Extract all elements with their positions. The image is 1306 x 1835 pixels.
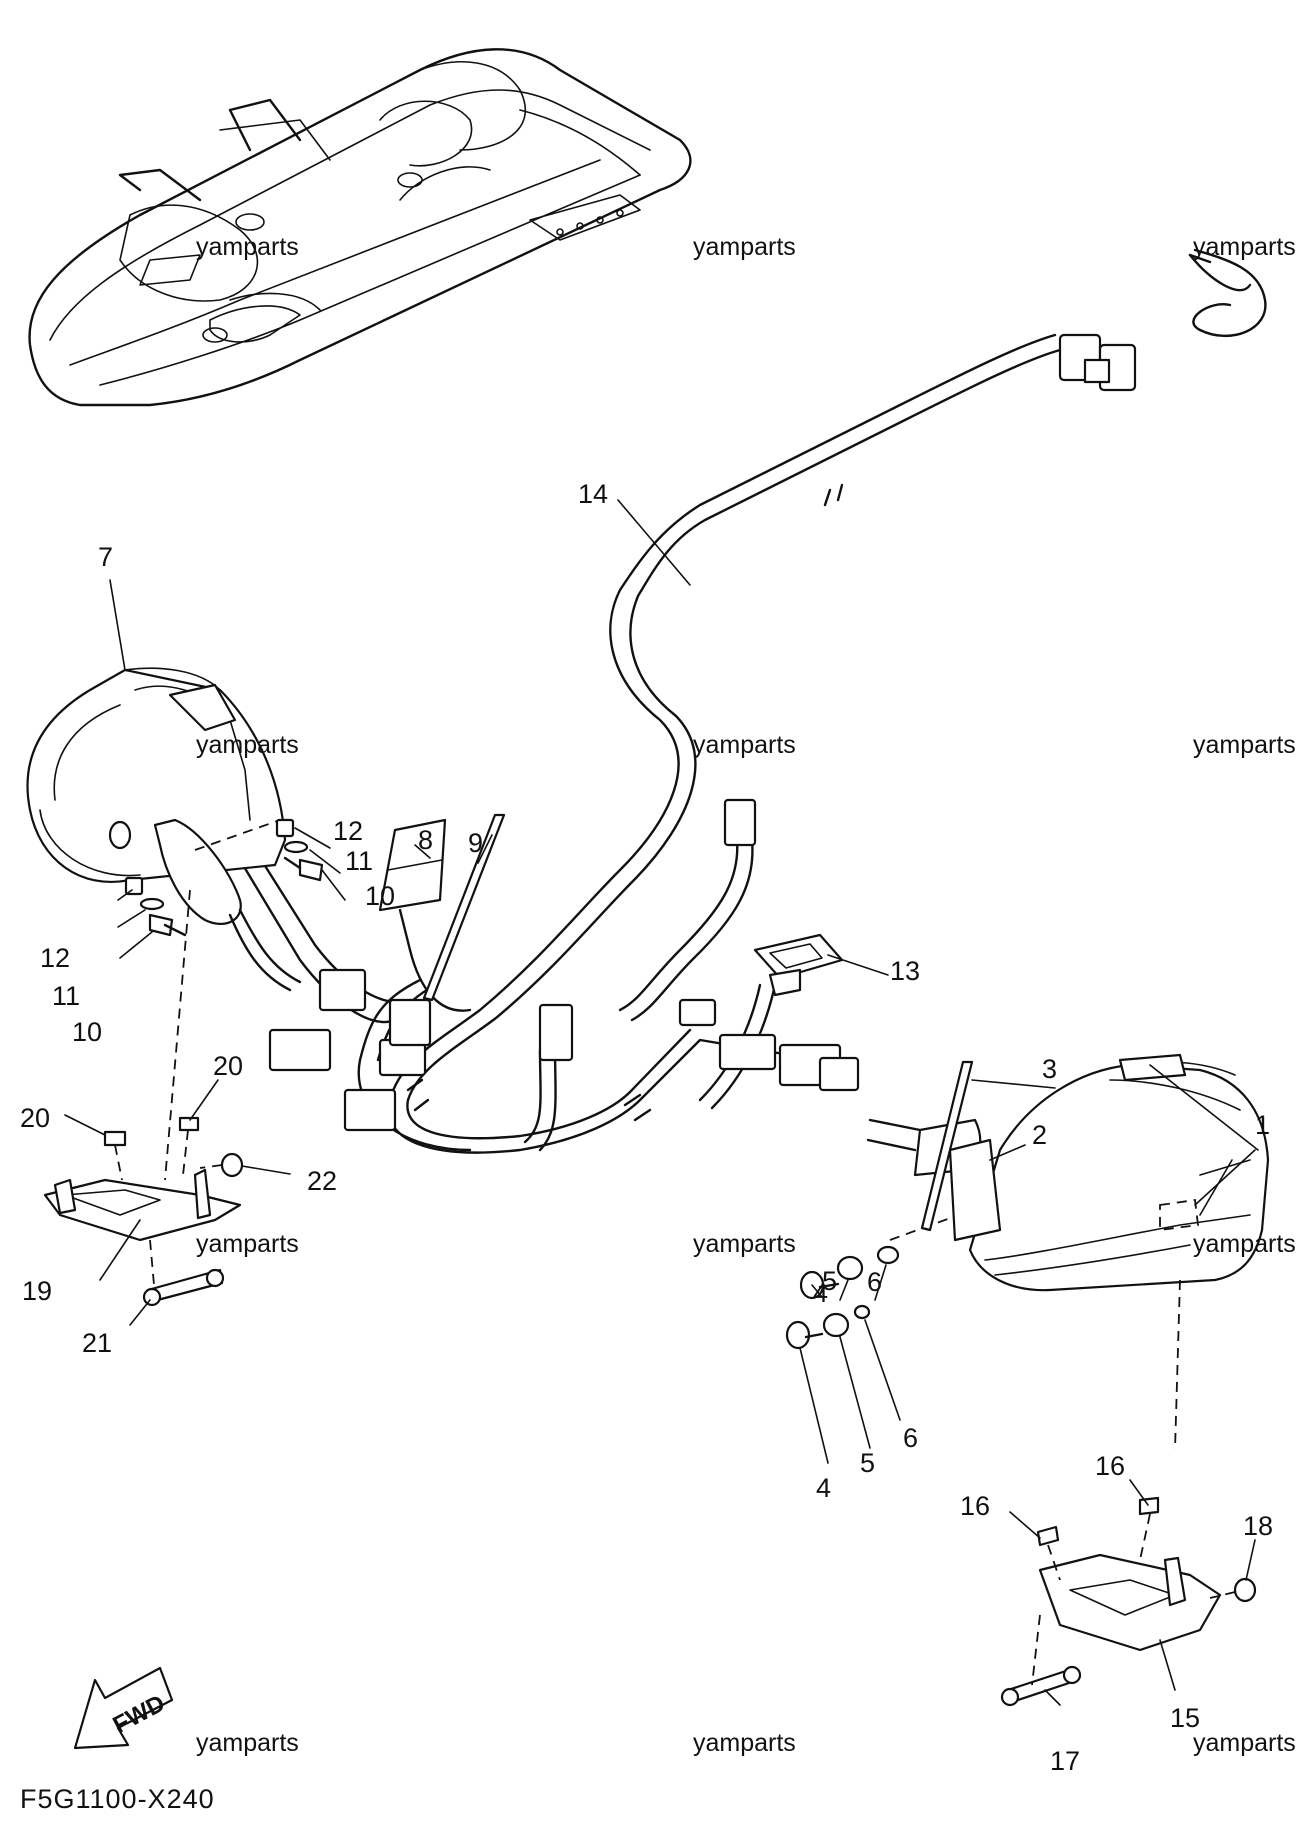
callout-14: 14: [578, 479, 608, 509]
callout-1: 1: [1255, 1110, 1270, 1140]
watermark-9: yamparts: [1193, 1230, 1296, 1258]
callout-16-left: 16: [960, 1491, 990, 1521]
watermark-1: yamparts: [196, 233, 299, 261]
watermark-6: yamparts: [1193, 731, 1296, 759]
hardware-left-upper: [275, 818, 324, 882]
callout-4-lower: 4: [816, 1473, 831, 1503]
hardware-left-lower: [124, 876, 187, 937]
callout-5-lower: 5: [860, 1448, 875, 1478]
callout-9: 9: [468, 828, 483, 858]
bolt-22: [199, 1152, 244, 1178]
callout-20-left: 20: [20, 1103, 50, 1133]
callout-13: 13: [890, 956, 920, 986]
callout-7: 7: [98, 542, 113, 572]
callout-6-upper: 6: [867, 1267, 882, 1297]
diagram-code: F5G1100-X240: [20, 1784, 215, 1814]
callout-12-lower: 12: [40, 943, 70, 973]
right-bracket-15: [1038, 1553, 1222, 1652]
callout-17: 17: [1050, 1746, 1080, 1776]
label-sheet-8: [378, 818, 447, 912]
callout-12-upper: 12: [333, 816, 363, 846]
callout-5-upper: 5: [822, 1266, 837, 1296]
callout-3: 3: [1042, 1054, 1057, 1084]
bolts-20: [103, 1116, 200, 1181]
watermark-10: yamparts: [196, 1729, 299, 1757]
label-sheet-2: [948, 1138, 1002, 1242]
cable-tie-3: [920, 1060, 974, 1232]
callout-4-upper: 4: [813, 1278, 828, 1308]
callout-2: 2: [1032, 1120, 1047, 1150]
watermark-3: yamparts: [1193, 233, 1296, 261]
watermark-7: yamparts: [196, 1230, 299, 1258]
callout-labels: 14 7 12 11 10 8 9 12 11 10 13 3 2 1 20 2…: [20, 479, 1273, 1776]
watermark-4: yamparts: [196, 731, 299, 759]
callout-11-lower: 11: [52, 981, 80, 1011]
fwd-arrow-icon: FWD: [73, 1666, 174, 1750]
bolts-16: [1036, 1496, 1160, 1581]
watermark-5: yamparts: [693, 731, 796, 759]
clip-17: [1000, 1614, 1082, 1707]
callout-21: 21: [82, 1328, 112, 1358]
bolt-18: [1209, 1577, 1257, 1603]
callout-22: 22: [307, 1166, 337, 1196]
watermark-8: yamparts: [693, 1230, 796, 1258]
callout-11-upper: 11: [345, 846, 373, 876]
callout-8: 8: [418, 825, 433, 855]
callout-6-lower: 6: [903, 1423, 918, 1453]
callout-20-right: 20: [213, 1051, 243, 1081]
callout-10-upper: 10: [365, 881, 395, 911]
watermark-2: yamparts: [693, 233, 796, 261]
callout-19: 19: [22, 1276, 52, 1306]
watermark-11: yamparts: [693, 1729, 796, 1757]
callout-10-lower: 10: [72, 1017, 102, 1047]
connectors: [268, 333, 1137, 1132]
watermark-12: yamparts: [1193, 1729, 1296, 1757]
hardware-4-5-6: [785, 1245, 900, 1350]
left-bracket-19: [43, 1168, 242, 1242]
callout-16-right: 16: [1095, 1451, 1125, 1481]
callout-leaders: [64, 499, 1259, 1706]
left-lamp-7: [26, 667, 302, 1181]
cable-tie-9: [422, 813, 506, 1002]
switch-13: [753, 933, 844, 997]
callout-15: 15: [1170, 1703, 1200, 1733]
watercraft-overview: [28, 48, 692, 407]
callout-18: 18: [1243, 1511, 1273, 1541]
clip-21: [142, 1239, 225, 1307]
